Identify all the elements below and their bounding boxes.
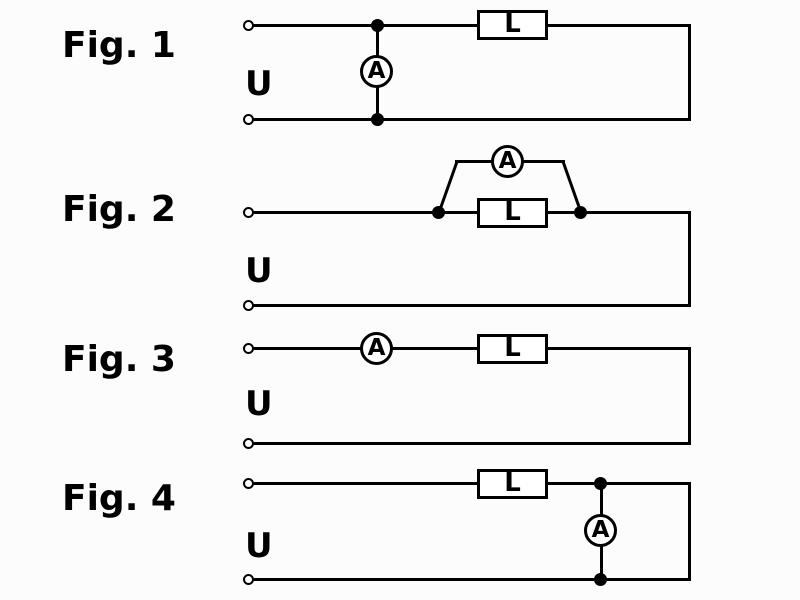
fig4-terminal-top bbox=[243, 478, 254, 489]
fig1-terminal-bottom bbox=[243, 114, 254, 125]
fig4-label: Fig. 4 bbox=[62, 478, 176, 519]
fig3-terminal-bottom bbox=[243, 438, 254, 449]
fig3-load-label: L bbox=[504, 333, 521, 363]
fig4-load-label: L bbox=[504, 468, 521, 498]
fig1-load-label: L bbox=[504, 9, 521, 39]
fig1-label: Fig. 1 bbox=[62, 25, 176, 66]
fig4-voltage-label: U bbox=[245, 526, 273, 566]
fig3-voltage-label: U bbox=[245, 384, 273, 424]
fig3-ammeter: A bbox=[360, 332, 393, 365]
fig4-wire-bottom bbox=[253, 578, 691, 581]
fig3-wire-bottom bbox=[253, 442, 691, 445]
fig4-terminal-bottom bbox=[243, 574, 254, 585]
fig3-terminal-top bbox=[243, 343, 254, 354]
fig2-bypass-diagonal-left bbox=[437, 161, 459, 214]
fig4-junction-dot-bottom bbox=[594, 573, 607, 586]
fig2-junction-dot-right bbox=[574, 206, 587, 219]
fig2-wire-top bbox=[253, 211, 691, 214]
fig1-load-box: L bbox=[477, 10, 548, 40]
fig3-ammeter-label: A bbox=[367, 335, 386, 361]
fig4-ammeter-label: A bbox=[591, 517, 610, 543]
fig1-junction-dot-bottom bbox=[371, 113, 384, 126]
fig4-junction-dot-top bbox=[594, 477, 607, 490]
fig2-load-label: L bbox=[504, 197, 521, 227]
fig1-voltage-label: U bbox=[245, 64, 273, 104]
fig3-wire-right bbox=[688, 347, 691, 445]
fig2-ammeter-label: A bbox=[498, 148, 517, 174]
fig1-ammeter: A bbox=[360, 55, 393, 88]
fig1-junction-dot-top bbox=[371, 19, 384, 32]
fig2-load-box: L bbox=[477, 198, 548, 228]
fig2-terminal-bottom bbox=[243, 300, 254, 311]
fig2-label: Fig. 2 bbox=[62, 189, 176, 230]
fig2-ammeter: A bbox=[491, 145, 524, 178]
fig2-junction-dot-left bbox=[432, 206, 445, 219]
fig1-wire-top bbox=[253, 24, 691, 27]
fig4-wire-top bbox=[253, 482, 691, 485]
fig2-voltage-label: U bbox=[245, 251, 273, 291]
fig4-wire-right bbox=[688, 482, 691, 581]
fig1-ammeter-label: A bbox=[367, 58, 386, 84]
fig2-wire-right bbox=[688, 211, 691, 307]
fig3-wire-top bbox=[253, 347, 691, 350]
fig4-ammeter: A bbox=[584, 514, 617, 547]
fig4-load-box: L bbox=[477, 469, 548, 499]
fig1-wire-right bbox=[688, 24, 691, 121]
fig2-wire-bottom bbox=[253, 304, 691, 307]
fig1-wire-bottom bbox=[253, 118, 691, 121]
fig2-terminal-top bbox=[243, 207, 254, 218]
fig1-terminal-top bbox=[243, 20, 254, 31]
fig3-load-box: L bbox=[477, 334, 548, 364]
fig3-label: Fig. 3 bbox=[62, 339, 176, 380]
